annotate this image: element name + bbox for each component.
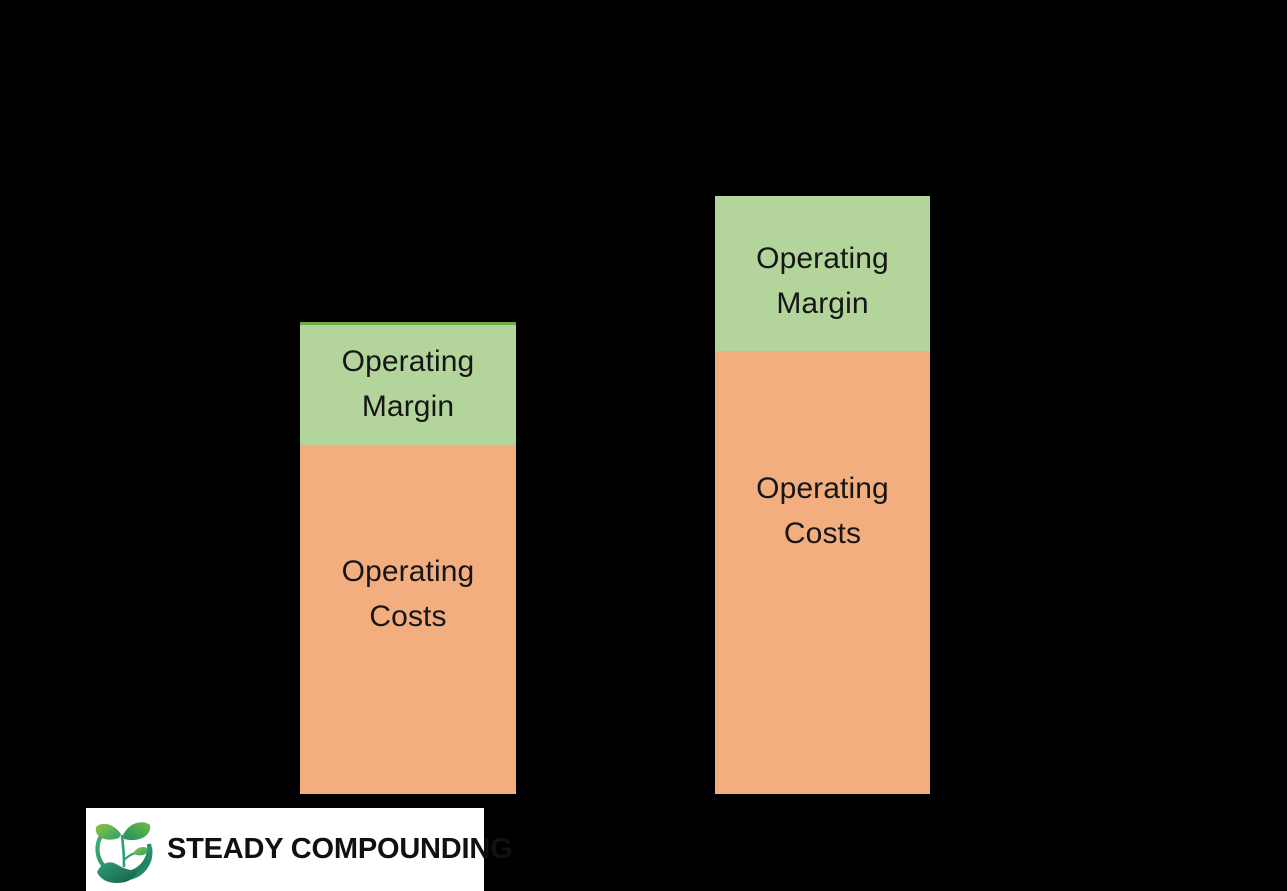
left-bar-operating-costs-segment[interactable]: Operating Costs — [300, 445, 516, 794]
right-bar-operating-margin-segment[interactable]: Operating Margin — [715, 196, 930, 351]
left-bar-operating-margin-segment[interactable]: Operating Margin — [300, 322, 516, 445]
logo-plate: STEADY COMPOUNDING — [86, 808, 513, 891]
left-stacked-bar[interactable]: Operating Margin Operating Costs — [300, 322, 516, 794]
right-stacked-bar[interactable]: Operating Margin Operating Costs — [715, 196, 930, 794]
right-bar-operating-costs-segment[interactable]: Operating Costs — [715, 351, 930, 794]
right-bar-operating-margin-label: Operating Margin — [756, 241, 889, 320]
left-bar-operating-margin-label: Operating Margin — [341, 345, 475, 423]
logo-wordmark: STEADY COMPOUNDING — [167, 833, 513, 865]
right-bar-operating-costs-label: Operating Costs — [756, 471, 889, 550]
left-bar-operating-costs-label: Operating Costs — [341, 554, 475, 633]
seedling-sprout-icon — [95, 821, 153, 883]
